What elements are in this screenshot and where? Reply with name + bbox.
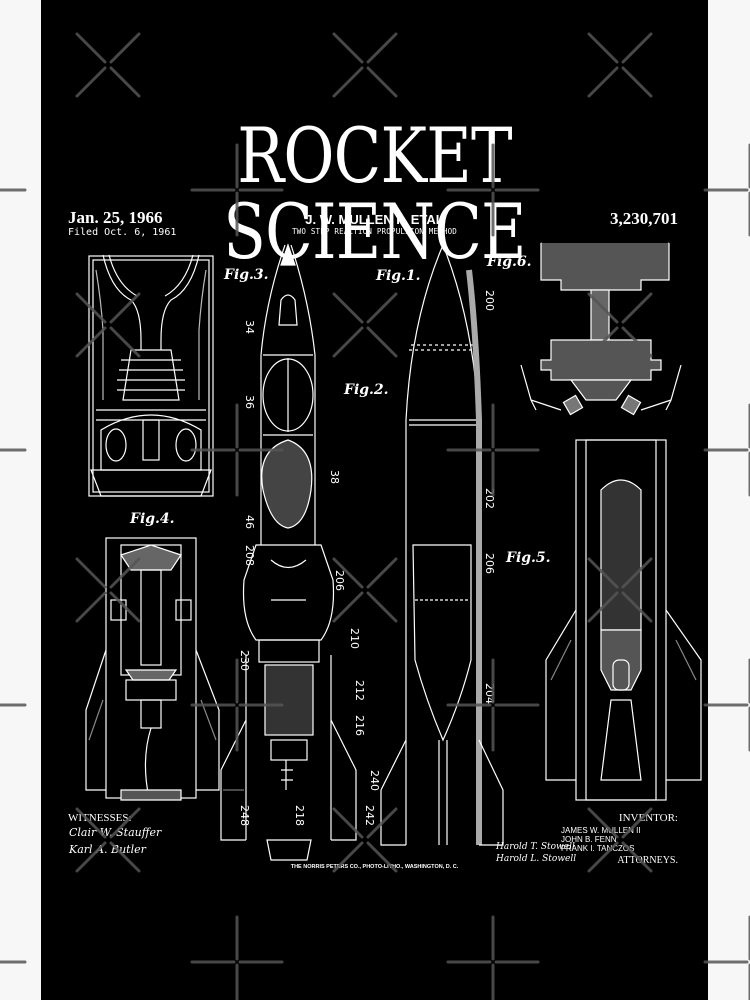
patent-number: 3,230,701 (610, 209, 678, 228)
callout-206a: 206 (333, 570, 346, 591)
printer-credit: THE NORRIS PETERS CO., PHOTO-LITHO., WAS… (290, 864, 459, 870)
attorney-signature-2: Harold L. Stowell (496, 854, 577, 864)
fig4-label: Fig.4. (130, 511, 175, 527)
callout-34: 34 (243, 320, 256, 334)
callout-36: 36 (243, 395, 256, 409)
fig1-rocket-drawing (380, 244, 504, 846)
fig4-motor-drawing (85, 537, 220, 801)
fig1-label: Fig.1. (376, 268, 421, 284)
callout-240: 240 (368, 770, 381, 791)
callout-202: 202 (483, 488, 496, 509)
fig3-label: Fig.3. (224, 267, 269, 283)
attorney-signature-1: Harold T. Stowell (496, 842, 575, 852)
callout-208: 208 (243, 545, 256, 566)
watermark-plus-icon (703, 658, 750, 752)
fig6-label: Fig.6. (487, 254, 532, 270)
callout-242: 242 (363, 805, 376, 826)
inventor-label: INVENTOR: (618, 812, 678, 824)
fig3-engine-drawing (88, 254, 214, 497)
callout-46: 46 (243, 515, 256, 529)
watermark-plus-icon (703, 143, 750, 237)
witness-signature-2: Karl A. Butler (69, 843, 146, 856)
fig2-label: Fig.2. (344, 382, 389, 398)
watermark-plus-icon (703, 915, 750, 1000)
callout-200: 200 (483, 290, 496, 311)
watermark-plus-icon (0, 448, 27, 452)
witnesses-label: WITNESSES: (68, 812, 132, 824)
callout-212: 212 (353, 680, 366, 701)
callout-206b: 206 (483, 553, 496, 574)
callout-204: 204 (483, 683, 496, 704)
callout-210: 210 (348, 628, 361, 649)
filed-date: Filed Oct. 6, 1961 (68, 227, 177, 238)
watermark-plus-icon (0, 188, 27, 192)
fig2-rocket-drawing (220, 243, 357, 861)
callout-218: 218 (293, 805, 306, 826)
inventor-name: JOHN B. FENN (561, 835, 617, 844)
callout-216: 216 (353, 715, 366, 736)
watermark-plus-icon (0, 960, 27, 964)
inventor-line: J. W. MULLEN II, ETAL (305, 212, 444, 227)
patent-inventor-header: J. W. MULLEN II, ETAL TWO STEP REACTION … (41, 212, 708, 237)
watermark-plus-icon (0, 703, 27, 707)
poster-title: ROCKET SCIENCE (223, 111, 526, 276)
fig5-tail-drawing (545, 439, 702, 801)
callout-230: 230 (238, 650, 251, 671)
inventor-name: JAMES W. MULLEN II (561, 826, 641, 835)
witness-signature-1: Clair W. Stauffer (69, 826, 162, 839)
fig5-label: Fig.5. (506, 550, 551, 566)
method-title: TWO STEP REACTION PROPULSION METHOD (291, 227, 458, 236)
callout-248: 248 (238, 805, 251, 826)
watermark-plus-icon (703, 403, 750, 497)
patent-dates: Jan. 25, 1966 Filed Oct. 6, 1961 (68, 208, 177, 239)
patent-poster: 34 36 38 46 208 206 210 230 212 216 240 … (41, 0, 708, 1000)
issue-date: Jan. 25, 1966 (68, 208, 163, 227)
callout-38: 38 (328, 470, 341, 484)
